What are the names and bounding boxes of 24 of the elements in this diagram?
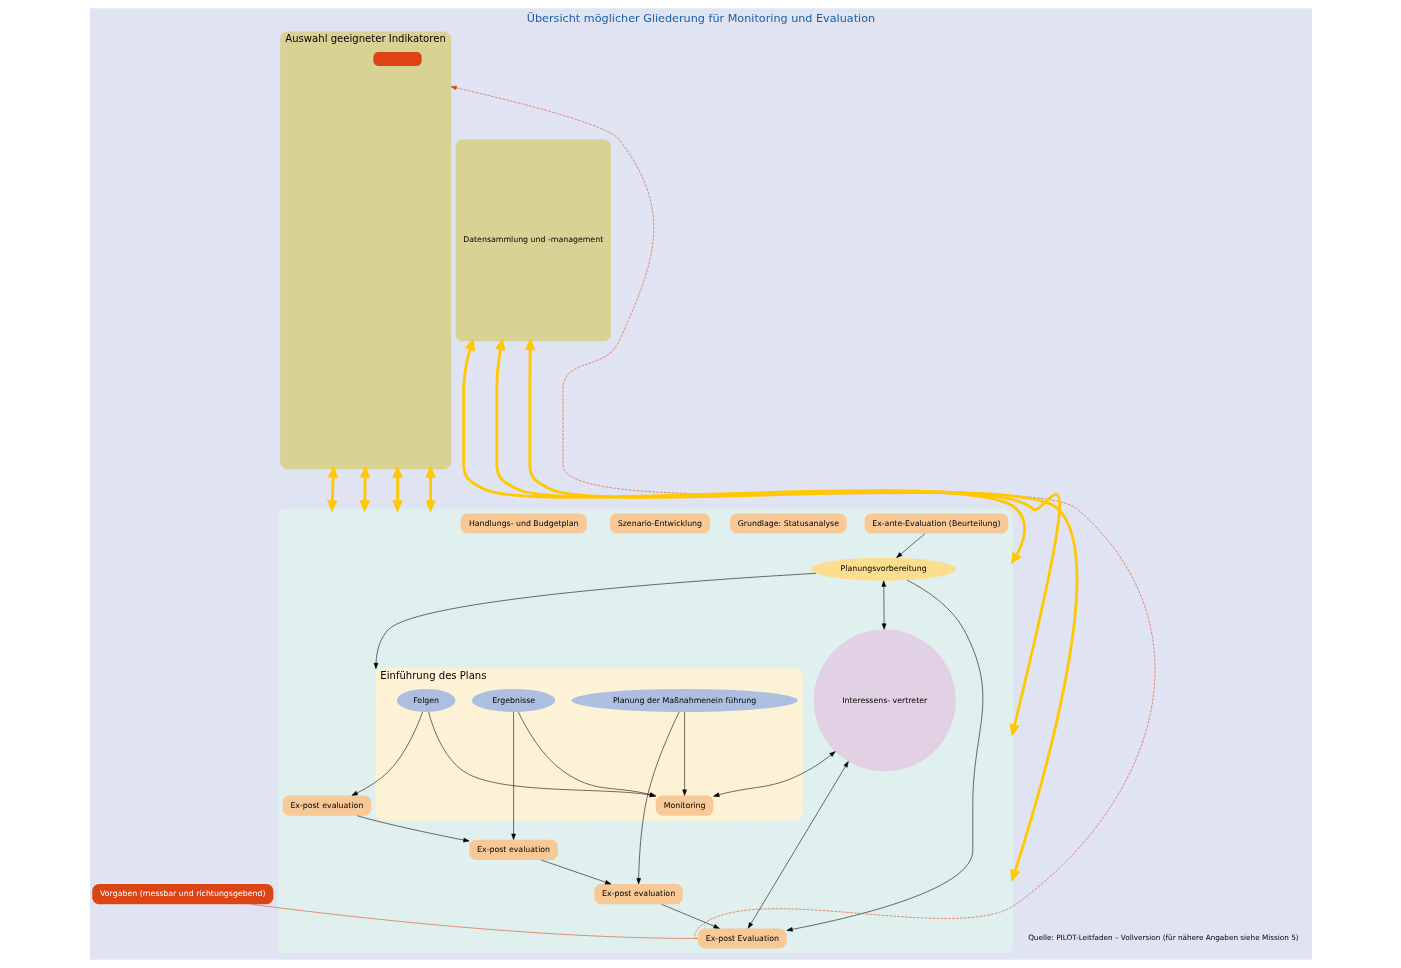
arrow bbox=[786, 579, 983, 932]
arrow bbox=[635, 711, 679, 885]
arrow bbox=[712, 751, 836, 797]
diagram-title: Übersicht möglicher Gliederung für Monitoring und Evaluation bbox=[526, 11, 875, 25]
arrow bbox=[391, 465, 403, 513]
node-box bbox=[372, 51, 422, 66]
arrow bbox=[660, 904, 720, 929]
arrow bbox=[881, 580, 886, 630]
arrow bbox=[510, 711, 516, 840]
arrow bbox=[326, 465, 338, 513]
arrow bbox=[494, 337, 1061, 737]
arrow bbox=[540, 859, 611, 885]
cluster bbox=[277, 508, 1013, 954]
arrow bbox=[895, 533, 925, 558]
arrow bbox=[356, 815, 469, 843]
cluster: Auswahl geeigneter Indikatoren bbox=[279, 31, 451, 470]
arrow bbox=[747, 761, 849, 929]
arrow bbox=[359, 465, 370, 513]
arrow bbox=[373, 573, 816, 669]
arrow bbox=[351, 711, 423, 796]
arrow bbox=[424, 465, 436, 513]
arrow bbox=[524, 337, 1078, 882]
arrow bbox=[681, 711, 687, 796]
connector bbox=[250, 904, 698, 939]
